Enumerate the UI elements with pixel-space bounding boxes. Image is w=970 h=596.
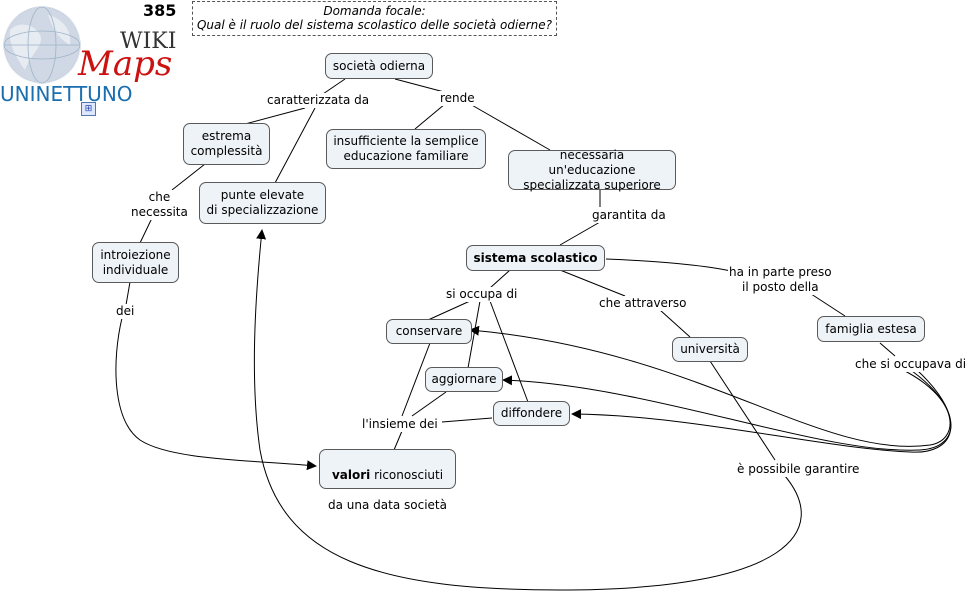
node-conservare[interactable]: conservare	[386, 319, 472, 344]
node-aggiornare[interactable]: aggiornare	[425, 367, 503, 392]
node-punte-elevate[interactable]: punte elevate di specializzazione	[199, 182, 326, 224]
logo-wiki: WIKI	[120, 29, 176, 54]
link-dei: dei	[115, 304, 136, 319]
node-valori[interactable]: valori riconosciuti da una data società	[319, 449, 456, 512]
logo-brand: UNINETTUNO	[0, 82, 133, 106]
node-introiezione[interactable]: introiezione individuale	[92, 242, 179, 283]
concept-map-icon[interactable]: ⊞	[81, 102, 96, 116]
logo-maps: Maps	[77, 44, 172, 84]
node-insufficiente[interactable]: insufficiente la semplice educazione fam…	[326, 129, 486, 169]
link-che-necessita: che necessita	[130, 190, 189, 220]
node-diffondere[interactable]: diffondere	[493, 401, 570, 426]
focus-question-text: Qual è il ruolo del sistema scolastico d…	[196, 18, 553, 32]
node-necessaria[interactable]: necessaria un'educazione specializzata s…	[508, 148, 676, 192]
node-estrema-complessita[interactable]: estrema complessità	[183, 123, 270, 165]
link-ha-in-parte: ha in parte preso il posto della	[728, 265, 833, 295]
node-universita[interactable]: università	[672, 337, 748, 362]
link-caratterizzata-da: caratterizzata da	[266, 93, 371, 108]
node-sistema-scolastico[interactable]: sistema scolastico	[466, 245, 605, 271]
map-number: 385	[143, 1, 177, 20]
focus-question-title: Domanda focale:	[323, 4, 426, 18]
valori-rest: riconosciuti	[370, 468, 444, 482]
link-che-si-occupava-di: che si occupava di	[854, 357, 968, 372]
link-si-occupa-di: si occupa di	[445, 287, 519, 302]
link-garantita-da: garantita da	[591, 208, 667, 223]
node-famiglia-estesa[interactable]: famiglia estesa	[817, 316, 925, 342]
valori-line2: da una data società	[328, 498, 447, 512]
wikimaps-logo: WIKI Maps UNINETTUNO	[0, 6, 176, 106]
valori-keyword: valori	[331, 468, 371, 482]
node-societa-odierna[interactable]: società odierna	[325, 53, 433, 79]
focus-question: Domanda focale: Qual è il ruolo del sist…	[192, 1, 557, 36]
link-rende: rende	[439, 91, 476, 106]
link-linsieme-dei: l'insieme dei	[361, 417, 439, 432]
link-possibile-garantire: è possibile garantire	[736, 462, 861, 477]
link-che-attraverso: che attraverso	[598, 296, 688, 311]
